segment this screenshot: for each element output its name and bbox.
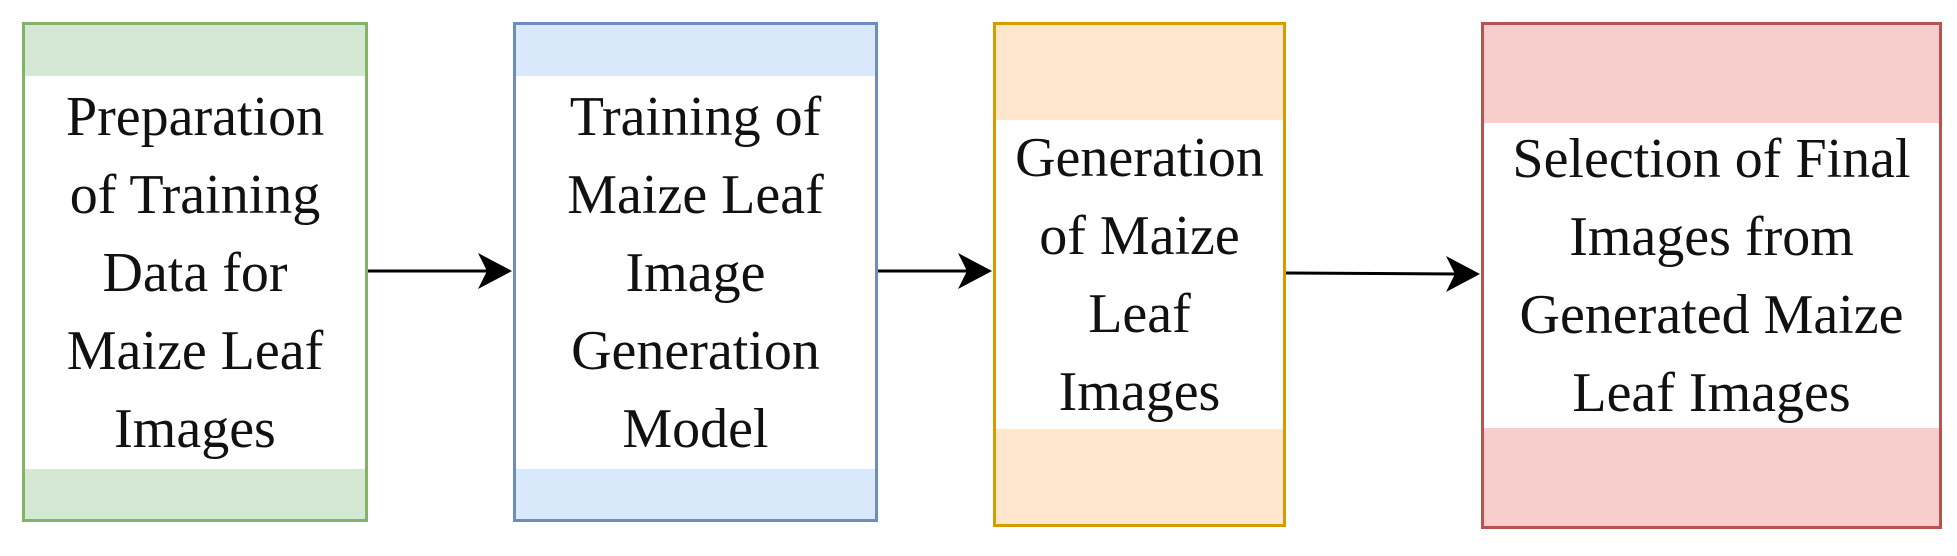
step-generation-label: Generation of Maize Leaf Images [996, 120, 1283, 429]
arrow-training-to-generation [878, 253, 992, 289]
step-preparation-label: Preparation of Training Data for Maize L… [25, 76, 365, 469]
step-selection-label: Selection of Final Images from Generated… [1484, 123, 1939, 428]
step-training-box: Training of Maize Leaf Image Generation … [513, 22, 878, 522]
step-preparation-box: Preparation of Training Data for Maize L… [22, 22, 368, 522]
arrow-generation-to-selection [1285, 256, 1480, 292]
step-selection-box: Selection of Final Images from Generated… [1481, 22, 1942, 529]
step-training-label: Training of Maize Leaf Image Generation … [516, 76, 875, 469]
arrow-preparation-to-training [368, 253, 512, 289]
step-generation-box: Generation of Maize Leaf Images [993, 22, 1286, 527]
